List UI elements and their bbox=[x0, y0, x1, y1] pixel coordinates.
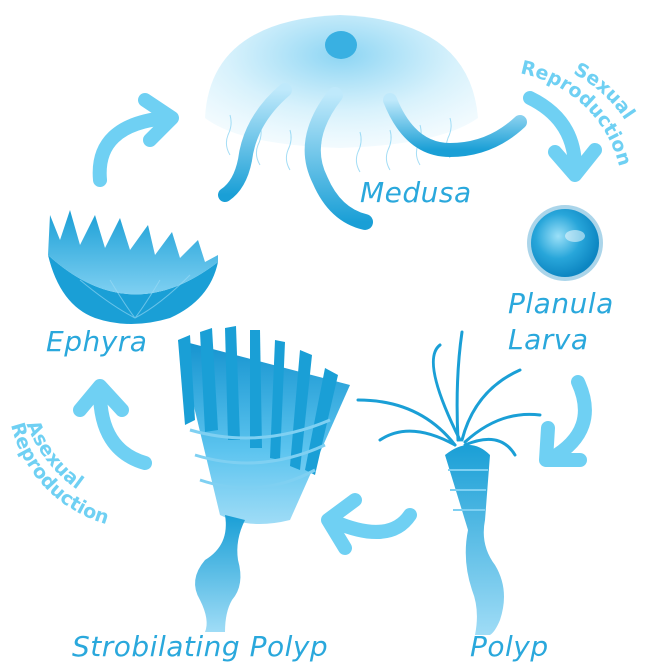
ephyra-illustration bbox=[48, 210, 218, 324]
medusa-label: Medusa bbox=[360, 176, 472, 210]
arrow-ephyra-to-medusa bbox=[100, 100, 172, 180]
planula-larva-illustration bbox=[527, 205, 603, 281]
arrow-planula-to-polyp bbox=[546, 382, 585, 460]
larva-label: Larva bbox=[508, 323, 589, 357]
polyp-illustration bbox=[358, 332, 540, 635]
arrow-strobilating-to-ephyra bbox=[80, 386, 145, 463]
strobilating-polyp-label: Strobilating Polyp bbox=[72, 630, 328, 664]
strobilating-polyp-illustration bbox=[178, 326, 350, 632]
planula-label: Planula bbox=[508, 287, 614, 321]
ephyra-label: Ephyra bbox=[46, 325, 147, 359]
arrow-polyp-to-strobilating bbox=[328, 500, 410, 548]
polyp-label: Polyp bbox=[470, 630, 549, 664]
